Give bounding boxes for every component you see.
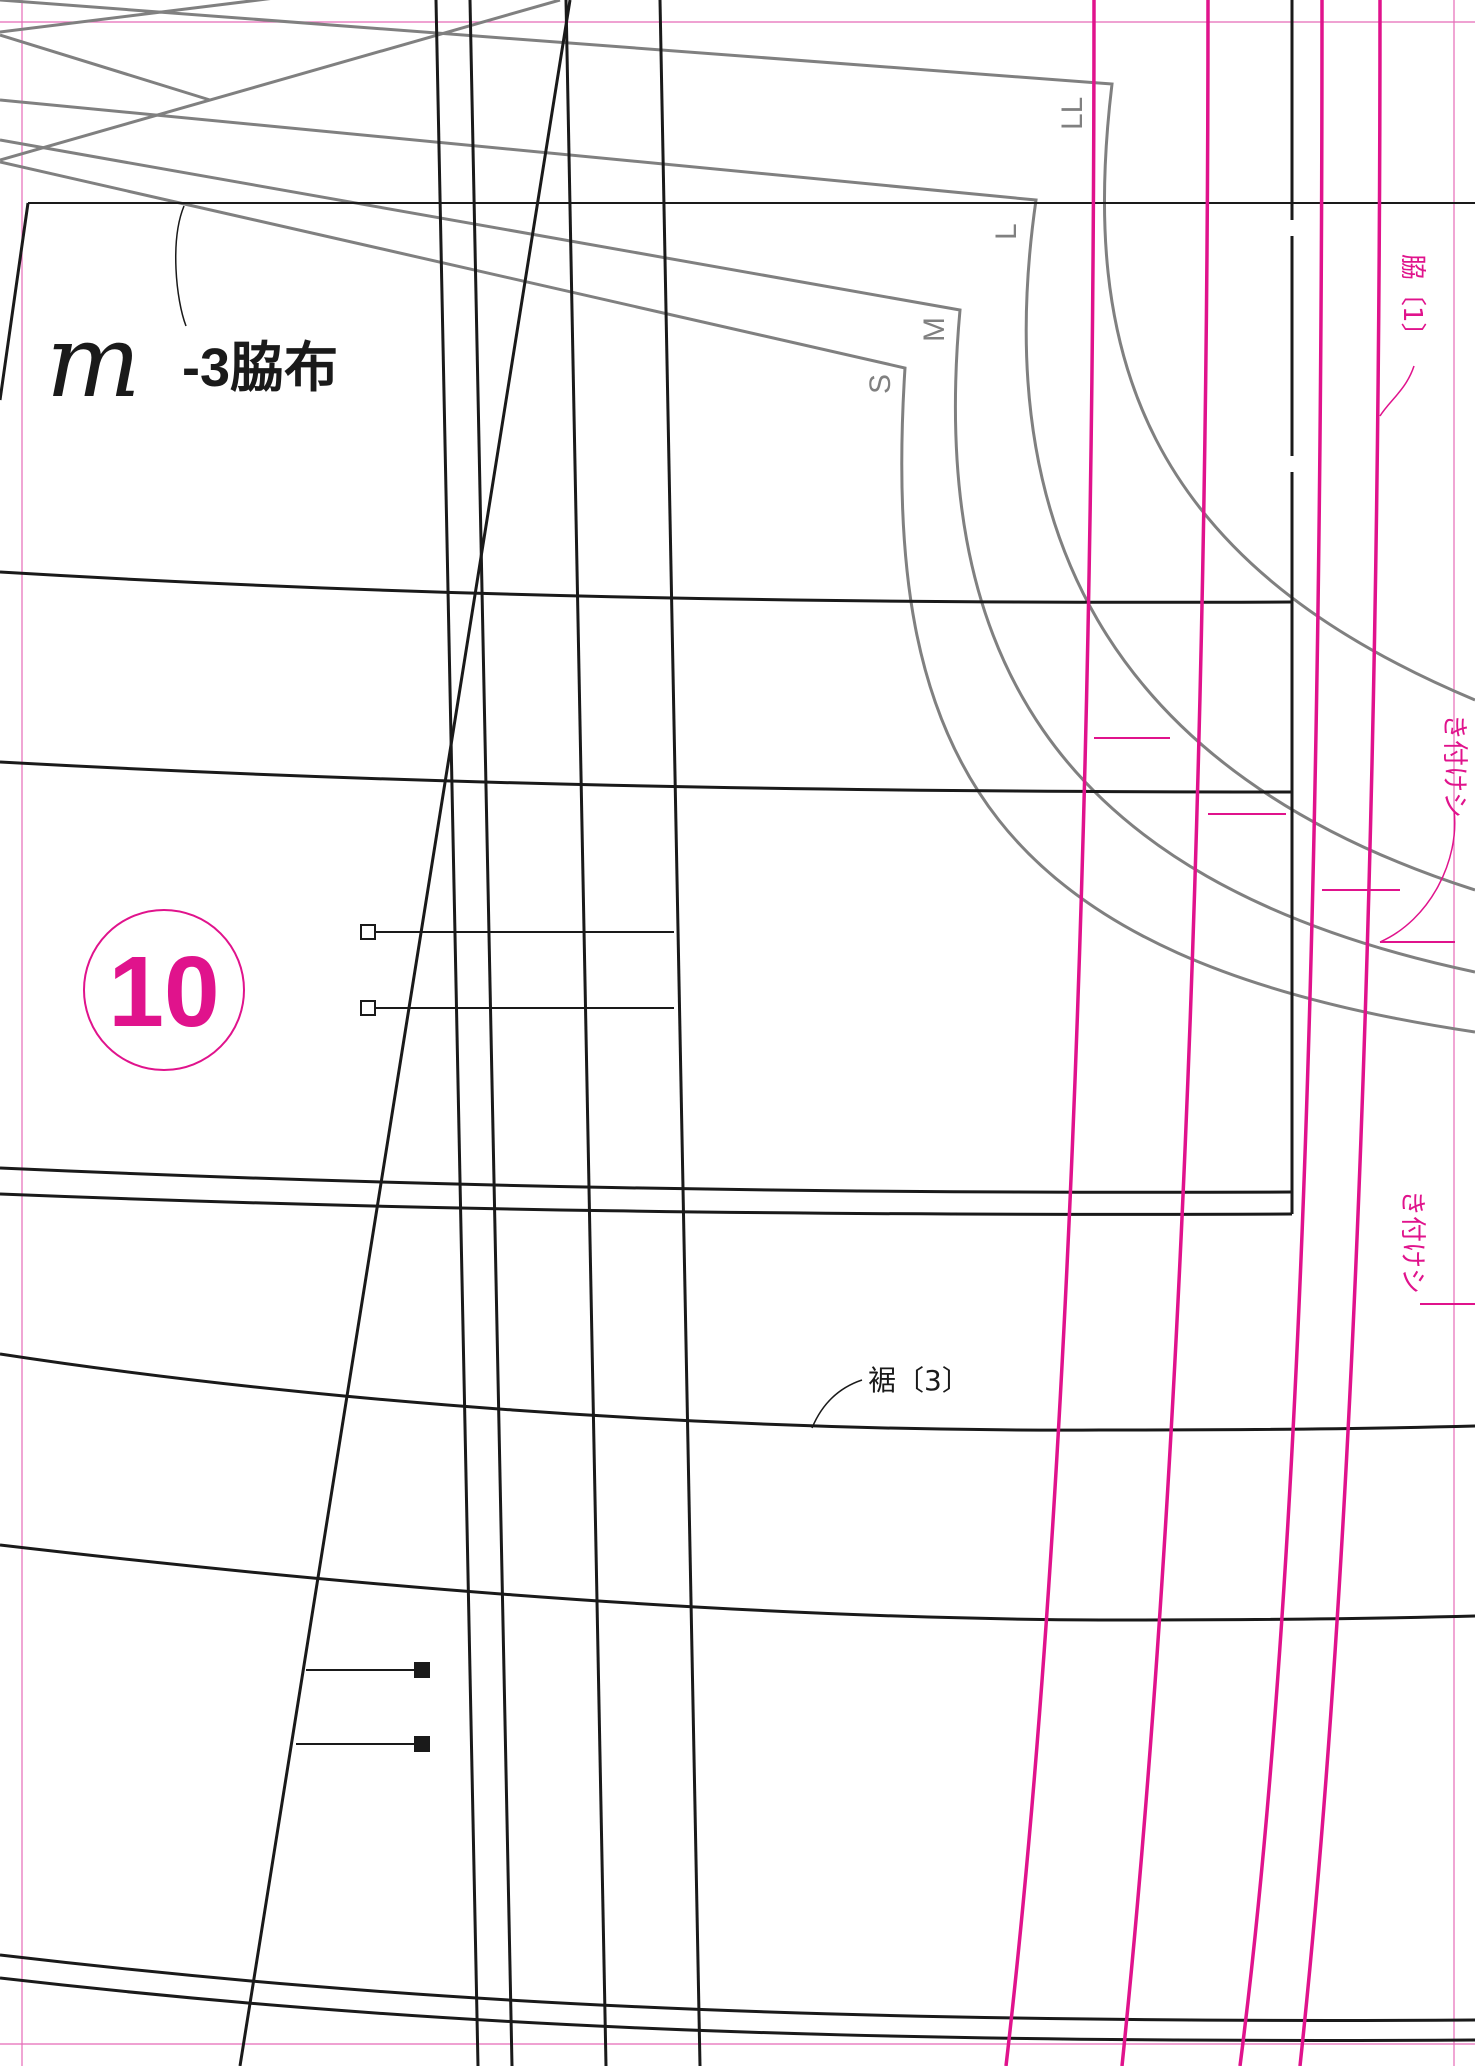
horizontal-curve-5 [0,1543,1475,1622]
page-badge-circle [83,909,245,1071]
magenta-leader-2 [1379,809,1456,943]
vertical-line-3 [564,0,608,2066]
grading-line-s [0,160,1475,1034]
size-label-l: L [990,223,1023,240]
bottom-curve-2 [0,1976,1475,2042]
page-badge-number: 10 [108,936,219,1048]
left-slant-line [0,202,30,401]
horizontal-curve-2 [0,760,1293,794]
vertical-line-1 [434,0,480,2066]
long-diagonal-line [238,0,572,2066]
notch-square-hollow-1 [360,924,376,940]
horizontal-curve-1 [0,570,1293,604]
vertical-line-4 [658,0,702,2066]
size-label-s: S [864,374,897,394]
magenta-leader-1 [1379,365,1415,417]
grading-cross-lines [0,0,561,162]
grading-line-ll [0,0,1475,702]
size-grading-lines [0,0,1475,1034]
size-label-ll: LL [1056,97,1089,130]
piece-title: -3脇布 [182,338,338,398]
hem-leader-line [811,1379,863,1429]
hem-label: 裾〔3〕 [868,1364,970,1397]
hem-curve [0,1352,1475,1432]
horizontal-curve-3 [0,1166,1293,1194]
notch-square-filled-1 [414,1662,430,1678]
title-leader-line [175,205,187,327]
magenta-label-facing-2: き付けシ [1397,1190,1427,1294]
piece-title-mark: m [46,303,141,420]
horizontal-curve-4 [0,1192,1293,1216]
notch-square-filled-2 [414,1736,430,1752]
grading-line-l [0,98,1475,892]
magenta-label-side: 脇〔1〕 [1397,254,1427,349]
magenta-line-3 [1238,0,1324,2066]
bottom-curve-1 [0,1953,1475,2022]
size-label-m: M [918,317,951,342]
magenta-label-facing-1: き付けシ [1439,714,1469,818]
notch-markers [296,924,674,1752]
grading-line-m [0,138,1475,974]
magenta-line-1 [1004,0,1096,2066]
magenta-line-4 [1298,0,1382,2066]
magenta-line-2 [1120,0,1210,2066]
vertical-line-2 [468,0,514,2066]
notch-square-hollow-2 [360,1000,376,1016]
magenta-seam-lines [1004,0,1475,2066]
